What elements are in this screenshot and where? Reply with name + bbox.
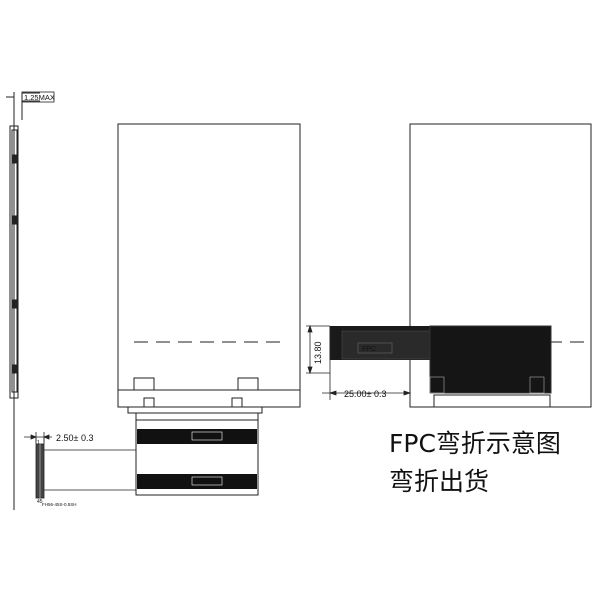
fpc-black-band-bottom [137, 474, 257, 489]
fpc-width-dimension [24, 432, 52, 442]
fpc-connector-end [35, 438, 136, 499]
fpc-width-label: 2.50± 0.3 [56, 433, 93, 443]
thickness-label: 1.25MAX [24, 93, 55, 102]
folded-fpc [330, 325, 552, 394]
thickness-dimension: 1.25MAX [21, 91, 55, 103]
pin-label-45: 45 [37, 499, 43, 505]
caption-bend-shipment: 弯折出货 [389, 467, 490, 496]
pin-label-1: 1 [37, 440, 40, 446]
fpc-print-label: FPC [362, 346, 376, 353]
side-view [6, 92, 40, 510]
front-view [117, 123, 301, 496]
bend-height-label: 13.80 [313, 341, 323, 364]
small-part-label: FH56-45S-0.5SH [42, 502, 77, 507]
bend-height-dimension [306, 324, 330, 375]
bend-offset-dimension [322, 360, 412, 400]
caption-fpc-bend-diagram: FPC弯折示意图 [389, 429, 561, 458]
bend-offset-label: 25.00± 0.3 [344, 389, 386, 399]
fpc-black-band-top [137, 429, 257, 444]
